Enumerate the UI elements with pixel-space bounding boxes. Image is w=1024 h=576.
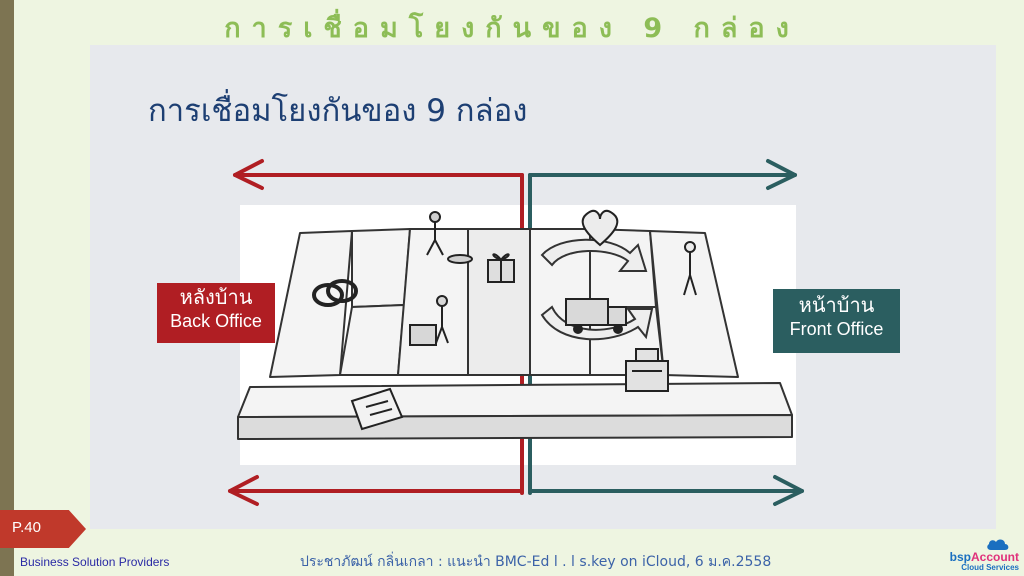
footer-citation: ประชาภัฒน์ กลิ่นเกลา : แนะนำ BMC-Ed l . … [300, 554, 772, 570]
bsp-account-logo: bspAccount Cloud Services [933, 538, 1019, 574]
back-office-label: หลังบ้าน Back Office [157, 283, 275, 343]
person-carrying-box-icon [409, 295, 449, 346]
logo-brand-main: bsp [949, 550, 971, 564]
person-digging-icon [426, 211, 473, 264]
business-model-canvas-illustration [228, 159, 804, 506]
logo-brand: bspAccount [933, 550, 1019, 564]
rings-icon [312, 279, 358, 307]
front-office-english: Front Office [789, 319, 884, 339]
slide-title: การเชื่อมโยงกันของ 9 กล่อง [148, 93, 528, 129]
delivery-truck-icon [565, 298, 627, 334]
logo-brand-accent: Account [971, 550, 1019, 564]
provider-name: Business Solution Providers [20, 555, 170, 569]
front-office-label: หน้าบ้าน Front Office [773, 289, 900, 353]
cash-register-icon [625, 348, 669, 392]
front-office-thai: หน้าบ้าน [798, 293, 875, 317]
page-number-badge: P.40 [0, 510, 86, 548]
document-icon [350, 387, 404, 431]
back-office-english: Back Office [170, 311, 262, 331]
left-accent-strip [0, 0, 14, 576]
header-title: การเชื่อมโยงกันของ 9 กล่อง [224, 13, 800, 44]
person-standing-icon [683, 241, 697, 296]
slide-panel: การเชื่อมโยงกันของ 9 กล่อง [90, 45, 996, 529]
gift-box-icon [487, 253, 515, 283]
logo-subtitle: Cloud Services [961, 563, 1019, 572]
back-office-thai: หลังบ้าน [179, 285, 253, 309]
heart-icon [581, 209, 619, 247]
cloud-icon [987, 539, 1009, 550]
